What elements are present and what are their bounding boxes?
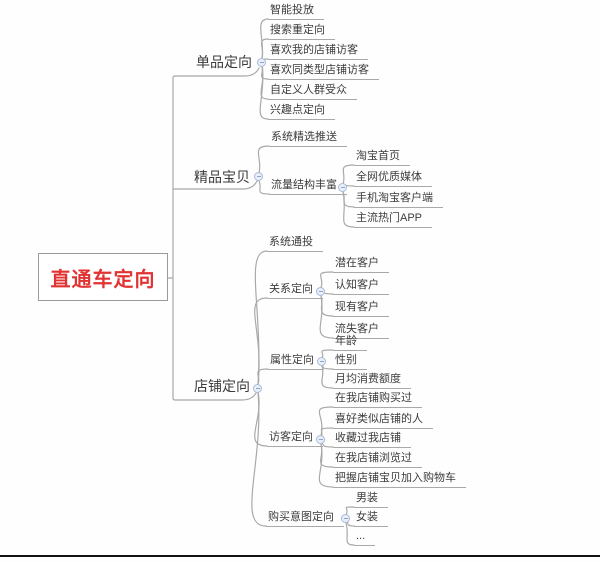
node-interest-point-targeting[interactable]: 兴趣点定向 [268,104,335,120]
node-likes-similar-stores-people[interactable]: 喜好类似店铺的人 [333,413,433,429]
node-more[interactable]: ... [354,530,376,546]
node-smart-delivery[interactable]: 智能投放 [268,4,324,20]
node-aware-customers[interactable]: 认知客户 [333,279,389,295]
node-age[interactable]: 年龄 [333,335,367,351]
collapse-toggle-icon[interactable] [341,514,350,523]
node-taobao-homepage[interactable]: 淘宝首页 [354,150,410,166]
node-search-retargeting[interactable]: 搜索重定向 [268,24,335,40]
bottom-border-line [0,555,600,557]
node-visitors-like-my-store[interactable]: 喜欢我的店铺访客 [268,44,368,60]
node-rich-traffic-structure[interactable]: 流量结构丰富 [269,179,347,195]
node-visitor-targeting[interactable]: 访客定向 [267,431,323,447]
node-favorited-my-store[interactable]: 收藏过我店铺 [333,432,411,448]
node-added-store-items-to-cart[interactable]: 把握店铺宝贝加入购物车 [333,472,466,488]
collapse-toggle-icon[interactable] [338,183,347,192]
node-mainstream-popular-apps[interactable]: 主流热门APP [354,212,433,228]
node-potential-customers[interactable]: 潜在客户 [333,257,389,273]
node-monthly-spending[interactable]: 月均消费额度 [333,373,411,389]
root-label: 直通车定向 [50,268,156,291]
collapse-toggle-icon[interactable] [253,384,262,393]
node-purchased-in-my-store[interactable]: 在我店铺购买过 [333,392,422,408]
collapse-toggle-icon[interactable] [254,172,263,181]
node-single-item-targeting[interactable]: 单品定向 [196,54,252,70]
node-relationship-targeting[interactable]: 关系定向 [267,283,323,299]
node-existing-customers[interactable]: 现有客户 [333,301,389,317]
node-system-curated-push[interactable]: 系统精选推送 [269,131,347,147]
node-mobile-taobao-client[interactable]: 手机淘宝客户端 [354,192,443,208]
node-store-targeting[interactable]: 店铺定向 [194,378,250,394]
collapse-toggle-icon[interactable] [316,435,325,444]
collapse-toggle-icon[interactable] [317,357,326,366]
node-browsed-my-store[interactable]: 在我店铺浏览过 [333,452,422,468]
collapse-toggle-icon[interactable] [257,58,266,67]
node-visitors-like-similar-stores[interactable]: 喜欢同类型店铺访客 [268,64,379,80]
collapse-toggle-icon[interactable] [316,287,325,296]
node-gender[interactable]: 性别 [333,354,367,370]
node-premium-items[interactable]: 精品宝贝 [194,169,250,185]
node-premium-media-network[interactable]: 全网优质媒体 [354,171,432,187]
node-attribute-targeting[interactable]: 属性定向 [268,354,324,370]
node-system-general-delivery[interactable]: 系统通投 [267,236,323,252]
node-purchase-intent-targeting[interactable]: 购买意图定向 [266,511,344,527]
node-menswear[interactable]: 男装 [354,492,388,508]
node-custom-audience[interactable]: 自定义人群受众 [268,84,357,100]
node-womenswear[interactable]: 女装 [354,511,388,527]
node-root[interactable]: 直通车定向 [38,253,168,301]
node-churned-customers[interactable]: 流失客户 [333,323,389,339]
